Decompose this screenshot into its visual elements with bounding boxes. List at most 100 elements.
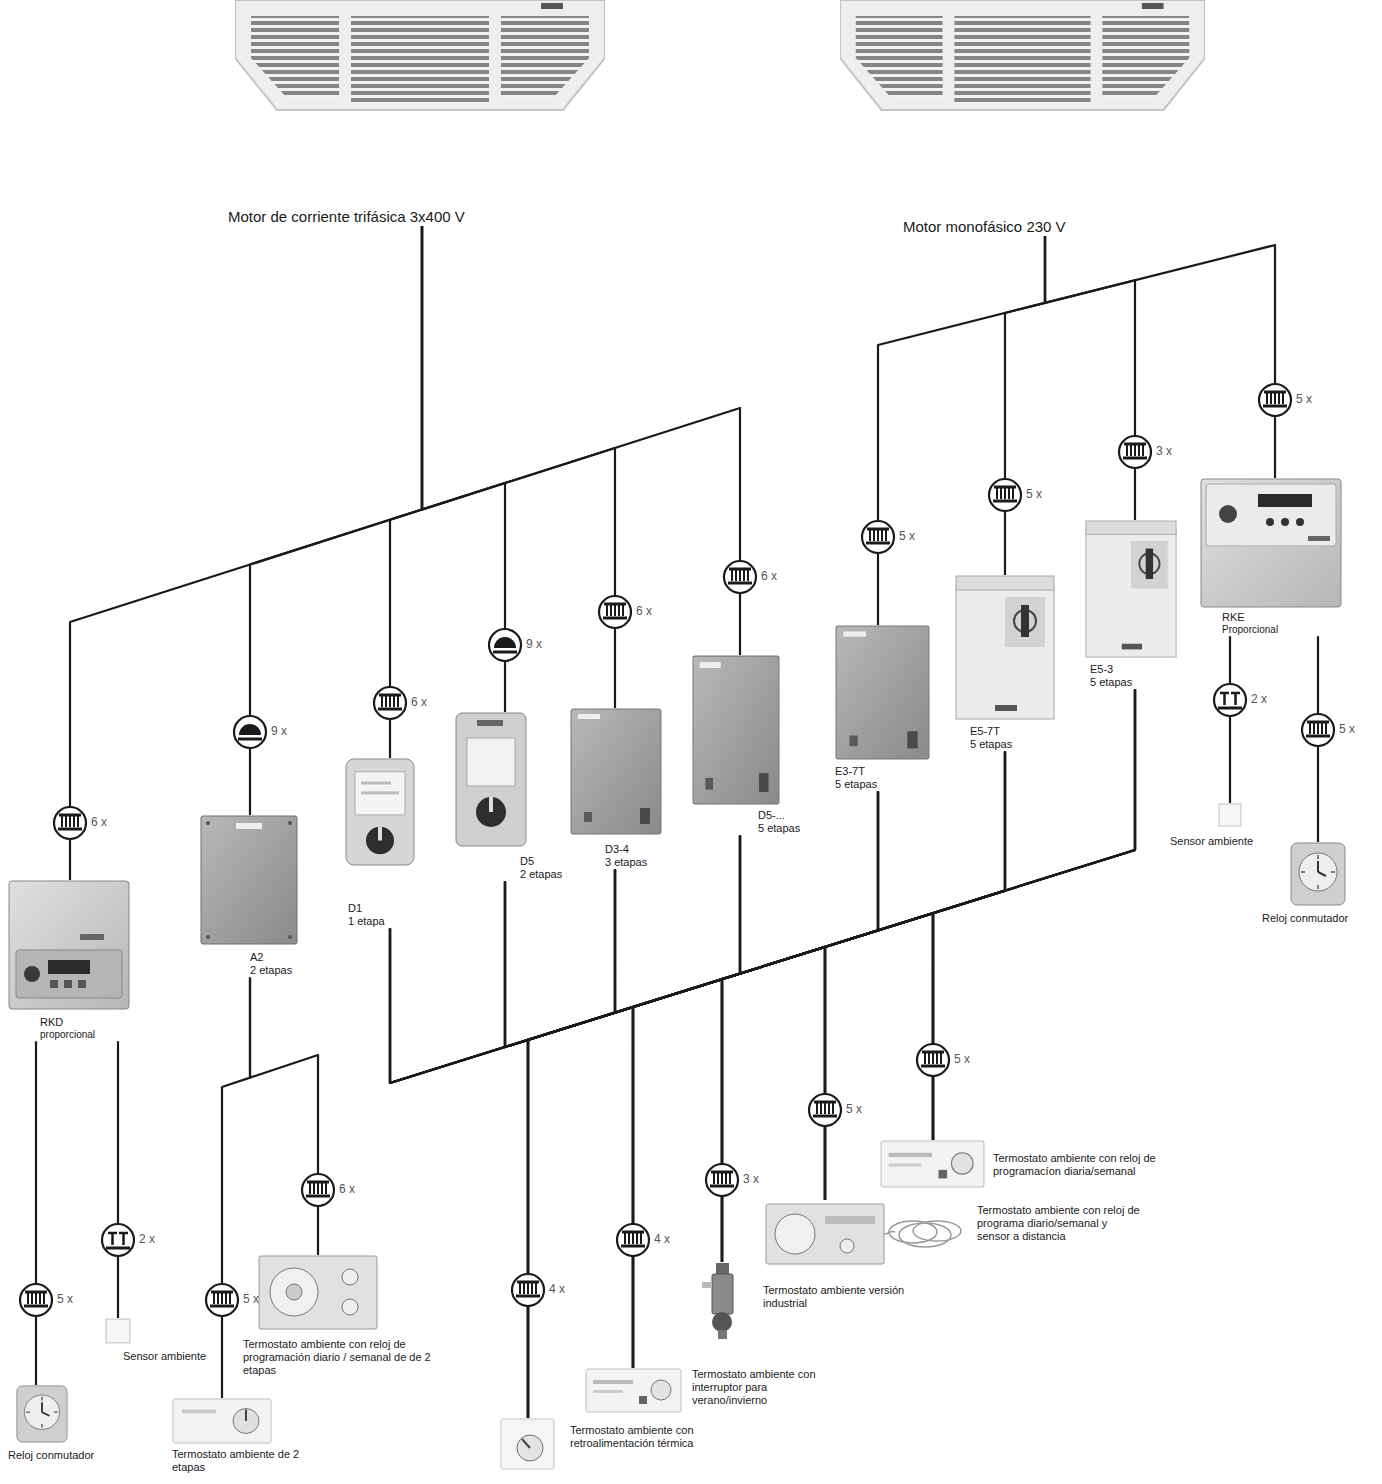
controller-box: E5-7T5 etapas bbox=[955, 575, 1055, 751]
text-block: A22 etapas bbox=[250, 951, 292, 977]
stage-count: 5 etapas bbox=[970, 738, 1012, 751]
stage-count: 2 etapas bbox=[520, 868, 562, 881]
device-drawing bbox=[201, 816, 297, 944]
cable-count: 4 x bbox=[654, 1232, 670, 1246]
cable-symbol bbox=[917, 1044, 949, 1076]
controller-box: D5-...5 etapas bbox=[692, 655, 800, 835]
text-block: Motor monofásico 230 V bbox=[903, 218, 1066, 236]
text-block: D52 etapas bbox=[520, 855, 562, 881]
text-block: E3-7T5 etapas bbox=[835, 765, 877, 791]
stage-count: 5 etapas bbox=[758, 822, 800, 835]
stage-count: 5 etapas bbox=[1090, 676, 1132, 689]
cable-line bbox=[878, 791, 933, 1140]
model-name: D5 bbox=[520, 855, 562, 868]
device-drawing bbox=[259, 1256, 377, 1329]
stage-count: 5 etapas bbox=[835, 778, 877, 791]
device-picture bbox=[105, 1318, 131, 1344]
device-picture bbox=[8, 880, 130, 1010]
controller-box: RKDproporcional bbox=[8, 880, 130, 1041]
cable-line bbox=[505, 881, 933, 1140]
cable-line bbox=[70, 226, 422, 880]
cable-symbol bbox=[862, 521, 894, 553]
accessory-device: Termostato ambiente con reloj de program… bbox=[765, 1200, 1142, 1268]
device-drawing bbox=[586, 1369, 681, 1412]
stage-count: 2 etapas bbox=[250, 964, 292, 977]
controller-box: A22 etapas bbox=[200, 815, 298, 977]
cable-line bbox=[933, 689, 1135, 1140]
accessory-device: Termostato ambiente versión industrial bbox=[700, 1262, 913, 1340]
cable-line bbox=[1045, 236, 1135, 520]
cable-line bbox=[505, 881, 633, 1368]
device-drawing bbox=[456, 713, 526, 846]
cable-line bbox=[505, 881, 825, 1200]
cable-count: 5 x bbox=[57, 1292, 73, 1306]
motor-heading: Motor monofásico 230 V bbox=[903, 218, 1066, 236]
cable-line bbox=[722, 751, 1005, 1262]
controller-box: D52 etapas bbox=[455, 712, 562, 881]
cable-line bbox=[422, 226, 740, 655]
text-block: E5-7T5 etapas bbox=[970, 725, 1012, 751]
cable-line bbox=[422, 226, 615, 708]
text-block: Termostato ambiente con interruptor para… bbox=[692, 1368, 832, 1408]
model-name: D3-4 bbox=[605, 843, 647, 856]
controller-box: D11 etapa bbox=[345, 758, 415, 928]
cable-line bbox=[35, 1041, 37, 1385]
cable-line bbox=[505, 881, 722, 1262]
text-block: D11 etapa bbox=[348, 902, 385, 928]
controller-box: E3-7T5 etapas bbox=[835, 625, 930, 791]
cable-count: 2 x bbox=[139, 1232, 155, 1246]
device-drawing bbox=[956, 576, 1054, 719]
device-picture bbox=[700, 1262, 745, 1340]
device-picture bbox=[840, 0, 1205, 112]
device-caption: Termostato ambiente versión industrial bbox=[763, 1284, 913, 1310]
device-caption: Termostato ambiente con interruptor para… bbox=[692, 1368, 832, 1408]
cable-count: 5 x bbox=[846, 1102, 862, 1116]
model-name: A2 bbox=[250, 951, 292, 964]
cable-count: 5 x bbox=[954, 1052, 970, 1066]
accessory-device: Termostato ambiente de 2 etapas bbox=[172, 1398, 307, 1474]
cable-symbol bbox=[809, 1094, 841, 1126]
text-block: Motor de corriente trifásica 3x400 V bbox=[228, 208, 465, 226]
cable-symbol bbox=[234, 716, 266, 748]
cable-line bbox=[390, 928, 528, 1418]
cable-line bbox=[390, 928, 825, 1200]
cable-symbol bbox=[489, 629, 521, 661]
cable-line bbox=[740, 835, 933, 1140]
cable-symbol bbox=[374, 687, 406, 719]
cable-line bbox=[615, 869, 633, 1368]
cable-count: 5 x bbox=[243, 1292, 259, 1306]
device-picture bbox=[200, 815, 298, 945]
device-picture bbox=[235, 0, 605, 112]
device-drawing bbox=[766, 1204, 961, 1264]
cable-symbol bbox=[512, 1274, 544, 1306]
cable-count: 9 x bbox=[271, 724, 287, 738]
model-name: RKE bbox=[1222, 611, 1278, 624]
model-name: D1 bbox=[348, 902, 385, 915]
cable-line bbox=[250, 226, 422, 815]
device-picture bbox=[1085, 520, 1177, 658]
cable-line bbox=[390, 928, 633, 1368]
model-name: D5-... bbox=[758, 809, 800, 822]
accessory-device: Sensor ambiente bbox=[1170, 803, 1253, 848]
stage-count: Proporcional bbox=[1222, 624, 1278, 636]
device-picture bbox=[258, 1255, 378, 1330]
cable-line bbox=[528, 791, 878, 1418]
device-caption: Sensor ambiente bbox=[123, 1350, 206, 1363]
cable-line bbox=[1045, 236, 1275, 478]
cable-count: 5 x bbox=[899, 529, 915, 543]
cable-count: 5 x bbox=[1026, 487, 1042, 501]
device-picture bbox=[345, 758, 415, 866]
text-block: Termostato ambiente con reloj de program… bbox=[243, 1338, 448, 1378]
cable-line bbox=[615, 869, 825, 1200]
controller-box: D3-43 etapas bbox=[570, 708, 662, 869]
cable-count: 6 x bbox=[761, 569, 777, 583]
device-caption: Sensor ambiente bbox=[1170, 835, 1253, 848]
device-drawing bbox=[1201, 479, 1341, 607]
device-drawing bbox=[17, 1386, 67, 1442]
device-picture bbox=[1200, 478, 1342, 608]
device-picture bbox=[570, 708, 662, 835]
cable-line bbox=[825, 689, 1135, 1200]
device-caption: Reloj conmutador bbox=[8, 1449, 94, 1462]
